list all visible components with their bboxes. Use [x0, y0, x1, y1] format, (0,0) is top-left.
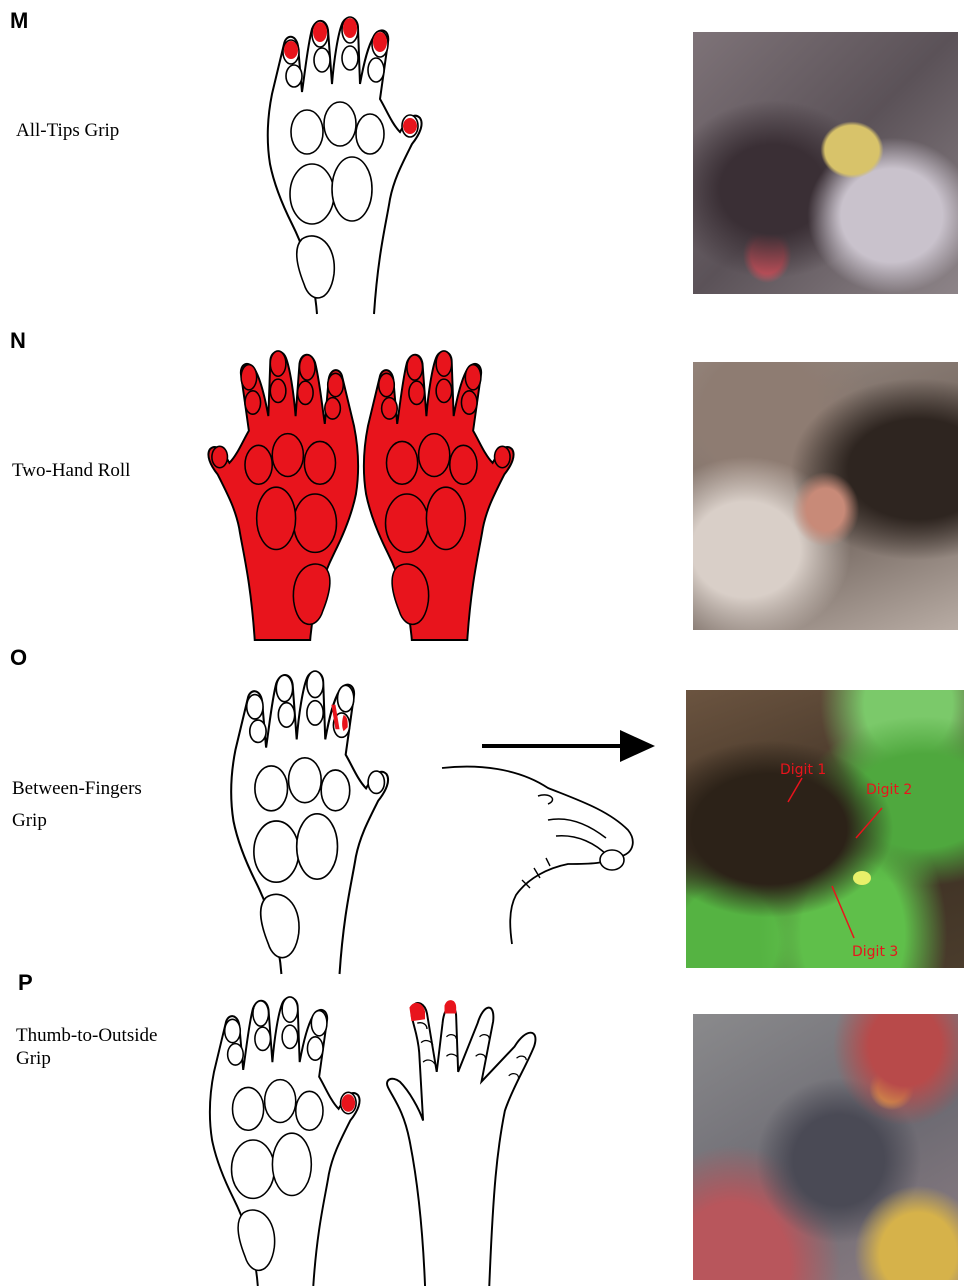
contact-tip-digit2	[313, 22, 327, 42]
photo-all-tips-grip	[693, 32, 958, 294]
grip-label-two-hand-roll: Two-Hand Roll	[12, 460, 130, 482]
panel-letter-m: M	[10, 8, 28, 34]
right-arrow-icon	[480, 728, 655, 764]
contact-thumb-tip	[342, 1094, 356, 1112]
photo-annotation-overlay: Digit 1 Digit 2 Digit 3	[686, 690, 964, 968]
annotation-digit2: Digit 2	[866, 782, 912, 798]
hand-diagram-thumb-outside-palm	[202, 994, 372, 1286]
photo-between-fingers-grip: Digit 1 Digit 2 Digit 3	[686, 690, 964, 968]
contact-tip-digit3	[343, 18, 357, 38]
grip-label-thumb-outside-line2: Grip	[16, 1048, 51, 1070]
hand-side-view-sketch	[438, 760, 638, 945]
contact-tip-digit1	[284, 41, 298, 59]
annotation-digit3: Digit 3	[852, 944, 898, 960]
food-item	[853, 871, 871, 885]
grip-label-between-fingers-line1: Between-Fingers	[12, 778, 142, 800]
photo-thumb-outside-grip	[693, 1014, 958, 1280]
hand-diagram-thumb-outside-back	[378, 994, 548, 1286]
photo-two-hand-roll	[693, 362, 958, 630]
hand-diagram-two-hand-right	[356, 348, 526, 640]
panel-letter-o: O	[10, 645, 27, 671]
contact-tip-digit4	[373, 32, 387, 52]
grip-label-all-tips: All-Tips Grip	[16, 120, 119, 142]
hand-diagram-two-hand-left	[196, 348, 366, 640]
panel-letter-n: N	[10, 328, 26, 354]
hand-diagram-between-fingers	[222, 668, 402, 974]
annotation-digit1: Digit 1	[780, 762, 826, 778]
hand-diagram-all-tips	[262, 14, 432, 314]
contact-outside-digit2	[445, 1000, 457, 1013]
panel-letter-p: P	[18, 970, 33, 996]
grip-label-thumb-outside-line1: Thumb-to-Outside	[16, 1025, 157, 1047]
contact-tip-thumb	[403, 118, 417, 134]
grip-label-between-fingers-line2: Grip	[12, 810, 47, 832]
